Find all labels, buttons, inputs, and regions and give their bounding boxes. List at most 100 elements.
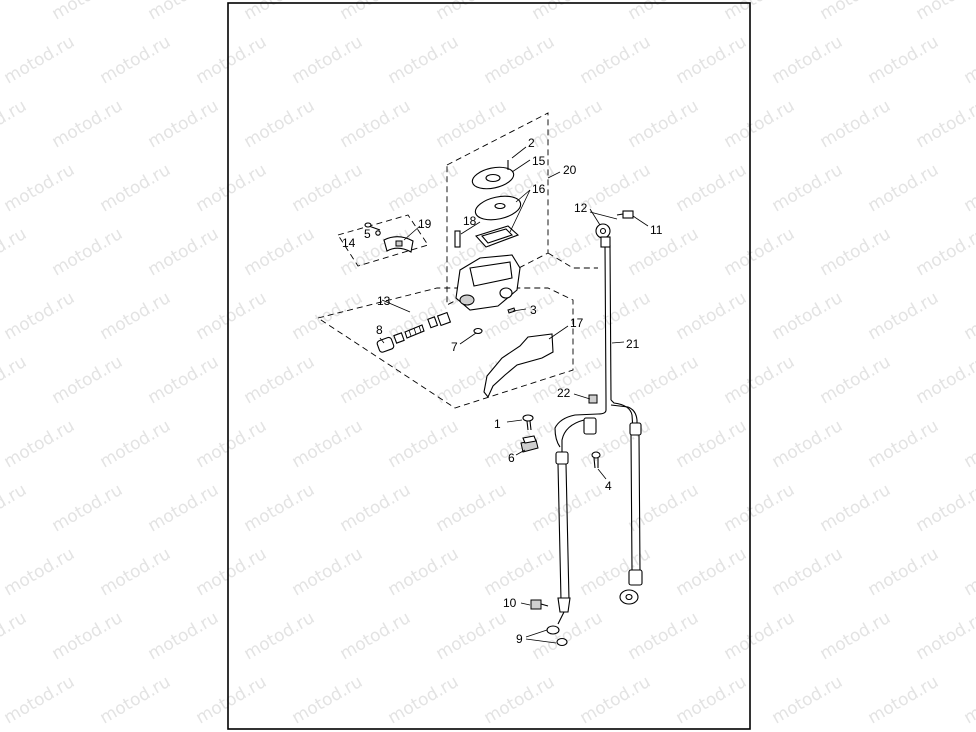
watermark-text: motod.ru <box>577 160 655 216</box>
watermark-text: motod.ru <box>1 32 79 88</box>
watermark-text: motod.ru <box>193 160 271 216</box>
watermark-text: motod.ru <box>865 416 943 472</box>
callout-21: 21 <box>626 337 640 351</box>
watermark-text: motod.ru <box>961 32 976 88</box>
callout-10: 10 <box>503 596 517 610</box>
watermark-text: motod.ru <box>769 544 847 600</box>
watermark-text: motod.ru <box>961 160 976 216</box>
watermark-text: motod.ru <box>673 416 751 472</box>
watermark-text: motod.ru <box>97 288 175 344</box>
callout-13: 13 <box>377 294 391 308</box>
watermark-text: motod.ru <box>769 672 847 728</box>
watermark-text: motod.ru <box>817 480 895 536</box>
watermark-text: motod.ru <box>0 0 30 24</box>
watermark-text: motod.ru <box>865 160 943 216</box>
callout-17: 17 <box>570 316 584 330</box>
watermark-text: motod.ru <box>961 416 976 472</box>
callout-12: 12 <box>574 201 588 215</box>
lever-17 <box>483 333 554 399</box>
watermark-text: motod.ru <box>529 96 607 152</box>
watermark-text: motod.ru <box>625 96 703 152</box>
watermark-text: motod.ru <box>481 416 559 472</box>
watermark-text: motod.ru <box>865 288 943 344</box>
watermark-text: motod.ru <box>673 672 751 728</box>
watermark-text: motod.ru <box>1 544 79 600</box>
front-hose-right <box>619 422 643 605</box>
master-cylinder-body <box>455 254 521 311</box>
watermark-text: motod.ru <box>577 32 655 88</box>
watermark-text: motod.ru <box>97 672 175 728</box>
watermark-text: motod.ru <box>337 608 415 664</box>
watermark-text: motod.ru <box>961 544 976 600</box>
callout-9: 9 <box>516 632 523 646</box>
watermark-text: motod.ru <box>769 160 847 216</box>
watermark-text: motod.ru <box>1 160 79 216</box>
watermark-text: motod.ru <box>817 96 895 152</box>
watermark-text: motod.ru <box>433 608 511 664</box>
watermark-text: motod.ru <box>673 544 751 600</box>
watermark-text: motod.ru <box>337 480 415 536</box>
callout-20: 20 <box>563 163 577 177</box>
callout-6: 6 <box>508 451 515 465</box>
watermark-text: motod.ru <box>337 96 415 152</box>
watermark-text: motod.ru <box>385 544 463 600</box>
watermark-text: motod.ru <box>0 224 30 280</box>
watermark-text: motod.ru <box>145 608 223 664</box>
watermark-text: motod.ru <box>721 352 799 408</box>
assembly-outline-upper-link <box>547 252 598 269</box>
watermark-text: motod.ru <box>625 480 703 536</box>
callout-4: 4 <box>605 479 612 493</box>
clamp-screw-5 <box>364 222 381 231</box>
watermark-text: motod.ru <box>817 608 895 664</box>
piston-kit-13 <box>376 311 452 353</box>
watermark-text: motod.ru <box>577 288 655 344</box>
watermark-text: motod.ru <box>289 544 367 600</box>
watermark-text: motod.ru <box>385 160 463 216</box>
watermark-text: motod.ru <box>865 672 943 728</box>
watermark-text: motod.ru <box>385 672 463 728</box>
watermark-text: motod.ru <box>721 608 799 664</box>
screw-4 <box>591 451 601 469</box>
watermark-text: motod.ru <box>193 416 271 472</box>
clamp-19 <box>383 236 414 253</box>
banjo-fitting-12 <box>595 223 611 248</box>
watermark-text: motod.ru <box>481 544 559 600</box>
watermark-text: motod.ru <box>193 672 271 728</box>
callout-5: 5 <box>364 227 371 241</box>
front-hose-left <box>555 451 571 625</box>
watermark-text: motod.ru <box>337 352 415 408</box>
watermark-text: motod.ru <box>625 224 703 280</box>
watermark-text: motod.ru <box>289 288 367 344</box>
watermark-text: motod.ru <box>913 480 976 536</box>
watermark-text: motod.ru <box>481 32 559 88</box>
watermark-text: motod.ru <box>289 672 367 728</box>
watermark-text: motod.ru <box>769 288 847 344</box>
watermark-text: motod.ru <box>289 416 367 472</box>
diaphragm-16 <box>475 225 520 248</box>
watermark-text: motod.ru <box>769 416 847 472</box>
watermark-text: motod.ru <box>721 480 799 536</box>
callout-8: 8 <box>376 323 383 337</box>
watermark-text: motod.ru <box>49 480 127 536</box>
callout-19: 19 <box>418 217 432 231</box>
watermark-text: motod.ru <box>97 544 175 600</box>
callout-11: 11 <box>650 223 663 237</box>
sight-glass-18 <box>454 230 461 248</box>
watermark-text: motod.ru <box>529 608 607 664</box>
watermark-text: motod.ru <box>49 0 127 24</box>
watermark-text: motod.ru <box>0 608 30 664</box>
brake-line-21 <box>604 244 612 401</box>
callout-15: 15 <box>532 154 546 168</box>
watermark-text: motod.ru <box>913 0 976 24</box>
watermark-text: motod.ru <box>817 352 895 408</box>
diaphragm-plate-16 <box>474 195 522 221</box>
watermark-text: motod.ru <box>673 32 751 88</box>
watermark-text: motod.ru <box>1 288 79 344</box>
banjo-bolt-10 <box>530 599 549 610</box>
watermark-text: motod.ru <box>0 352 30 408</box>
diagram-frame <box>227 2 751 730</box>
callout-18: 18 <box>463 214 477 228</box>
watermark-text: motod.ru <box>865 32 943 88</box>
watermark-text: motod.ru <box>481 672 559 728</box>
